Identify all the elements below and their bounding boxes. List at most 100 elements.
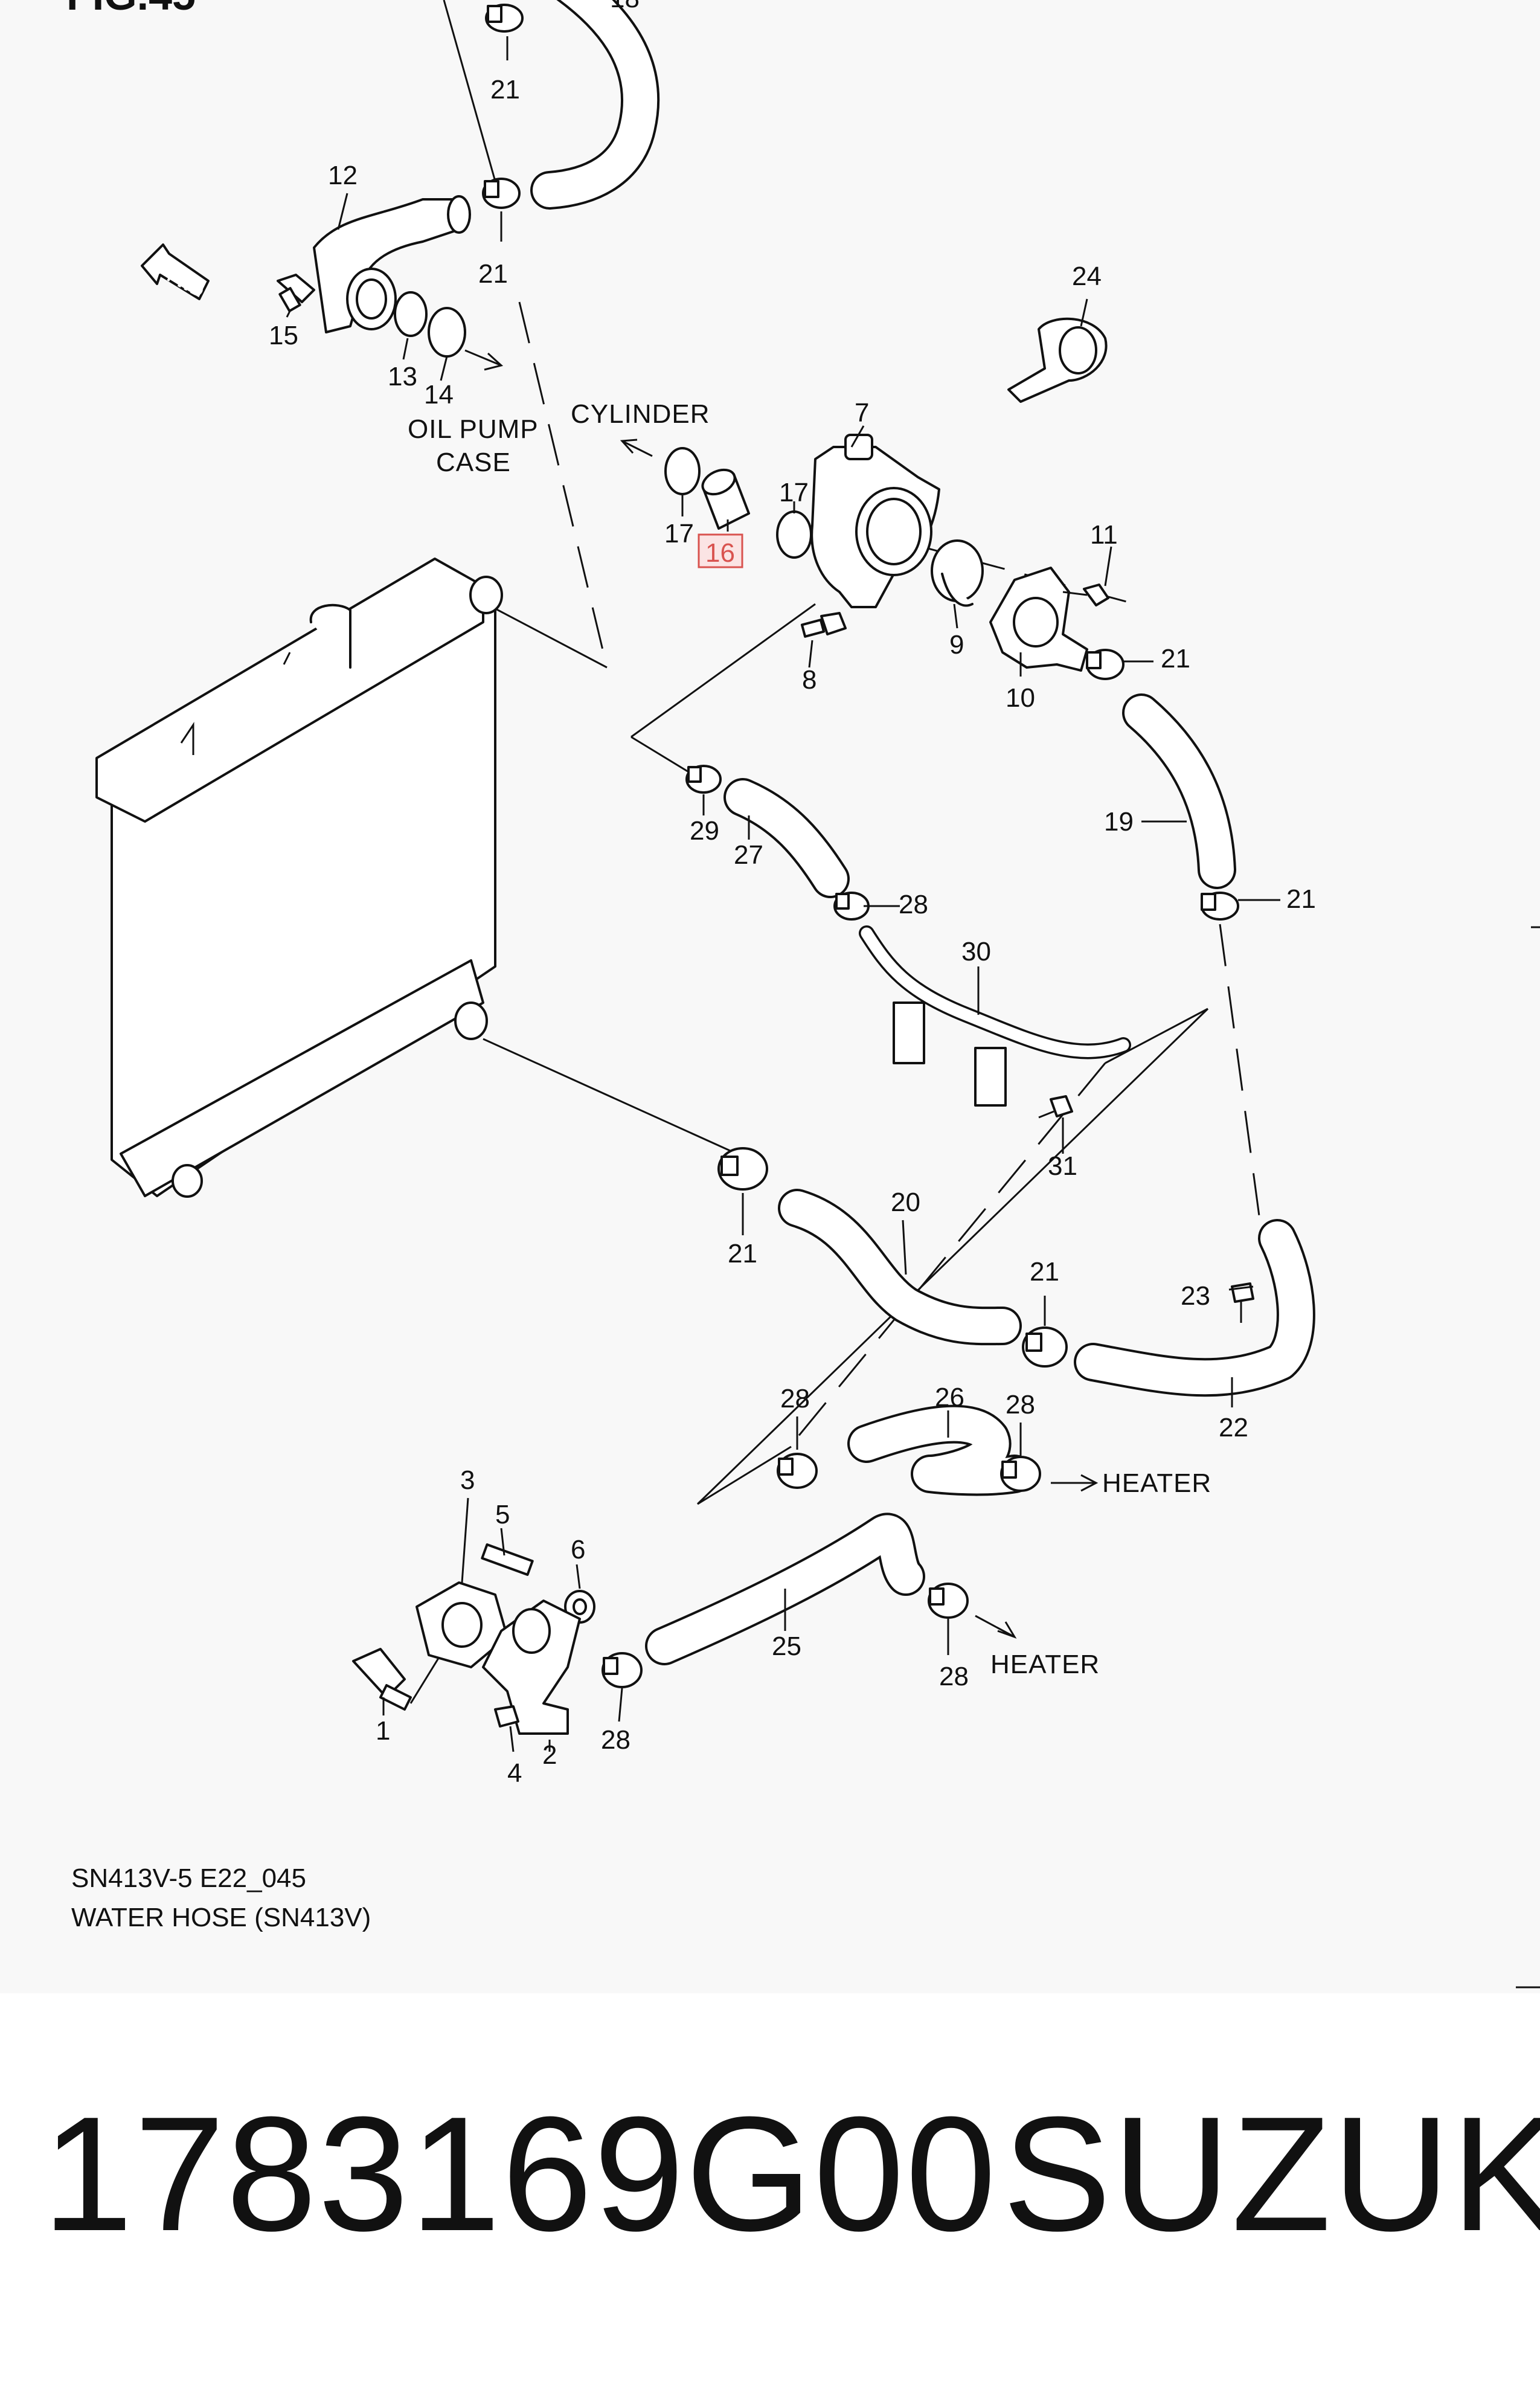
callout-28: 28	[601, 1725, 630, 1755]
hose-25	[645, 1513, 925, 1665]
hose-27	[723, 778, 850, 898]
callout-19: 19	[1104, 807, 1134, 837]
callout-21: 21	[1161, 644, 1190, 674]
pipe-30	[859, 925, 1131, 1107]
callout-28: 28	[939, 1662, 969, 1691]
arrow-heater-upper	[1051, 1474, 1099, 1492]
clamp-28b	[777, 1453, 818, 1489]
callout-31: 31	[1048, 1151, 1077, 1181]
arrow-heater-lower	[975, 1615, 1017, 1639]
callout-1: 1	[376, 1716, 390, 1746]
clamp-28d	[928, 1583, 969, 1619]
callout-2: 2	[542, 1740, 557, 1770]
callout-30: 30	[961, 937, 991, 966]
clamp-21d	[1201, 892, 1239, 921]
callout-20: 20	[891, 1188, 920, 1217]
callout-13: 13	[388, 362, 417, 391]
arrow-oil-pump	[464, 349, 504, 371]
guide-lines	[409, 0, 1540, 1989]
arrow-cylinder	[620, 439, 653, 457]
thermostat-cap-10	[989, 567, 1088, 672]
callout-29: 29	[690, 816, 719, 846]
drawing-title: WATER HOSE (SN413V)	[71, 1903, 371, 1932]
clamp-28e	[602, 1652, 643, 1688]
thermostat-9	[931, 539, 984, 607]
callout-16: 16	[705, 538, 735, 568]
callout-11: 11	[1090, 520, 1118, 550]
label-cylinder: CYLINDER	[571, 399, 710, 429]
callout-14: 14	[424, 380, 454, 410]
callout-12: 12	[328, 161, 358, 190]
callout-21: 21	[1286, 884, 1316, 914]
label-heater-lower: HEATER	[990, 1650, 1100, 1679]
callout-28: 28	[780, 1384, 810, 1413]
o-ring-17a	[664, 447, 701, 495]
callout-25: 25	[772, 1632, 801, 1661]
bolt-4	[494, 1705, 519, 1752]
radiator	[95, 558, 503, 1198]
part-number: 1783169G00	[42, 2083, 998, 2265]
diagram-panel: FIG.45	[66, 0, 1540, 1989]
gasket-3	[415, 1581, 509, 1668]
hose-18	[530, 0, 660, 210]
o-ring-17b	[776, 510, 812, 559]
callout-21: 21	[728, 1239, 757, 1268]
callout-27: 27	[734, 840, 763, 870]
hose-22	[1074, 1219, 1315, 1397]
water-inlet-2	[482, 1599, 581, 1735]
part-16	[701, 468, 750, 530]
callout-21: 21	[1030, 1257, 1059, 1287]
callout-7: 7	[855, 398, 869, 428]
callout-3: 3	[460, 1465, 475, 1495]
bolt-31	[1038, 1095, 1073, 1119]
callout-5: 5	[495, 1500, 510, 1529]
drawing-code: SN413V-5 E22_045	[71, 1863, 306, 1893]
bolt-8	[800, 612, 847, 638]
sensor-1	[352, 1648, 412, 1711]
callout-8: 8	[802, 665, 817, 695]
hose-26	[847, 1404, 1034, 1496]
callout-18: 18	[610, 0, 640, 13]
clamp-21c	[1086, 649, 1125, 680]
bolt-15	[277, 274, 315, 312]
callout-23: 23	[1181, 1281, 1210, 1311]
label-case: CASE	[436, 448, 511, 477]
callout-10: 10	[1006, 683, 1035, 713]
clamp-21a	[485, 4, 524, 33]
callout-24: 24	[1072, 262, 1102, 291]
callout-4: 4	[507, 1758, 522, 1788]
parts-diagram: FIG.45	[66, 0, 1540, 1989]
figure-header: FIG.45	[66, 0, 196, 19]
clamp-21f	[1022, 1326, 1068, 1368]
hose-19	[1122, 693, 1236, 889]
outlet-pipe-12	[313, 195, 471, 333]
fwd-arrow-icon: FWD	[141, 243, 210, 301]
callout-21: 21	[478, 259, 508, 289]
bolt-11	[1062, 584, 1109, 606]
label-heater-upper: HEATER	[1102, 1468, 1211, 1498]
callout-leaders	[286, 36, 1280, 1752]
thermostat-housing-7	[810, 434, 940, 608]
clamp-21b	[482, 178, 521, 209]
callout-15: 15	[269, 321, 298, 350]
callout-26: 26	[935, 1383, 964, 1412]
hose-20	[778, 1189, 1022, 1346]
brand-name: SUZUKI	[1003, 2083, 1540, 2265]
callout-17: 17	[779, 478, 809, 507]
bracket-24	[1007, 317, 1108, 403]
label-oil-pump: OIL PUMP	[408, 414, 539, 444]
callout-21: 21	[490, 75, 520, 104]
callout-28: 28	[1006, 1390, 1035, 1419]
callout-6: 6	[571, 1535, 585, 1564]
o-ring-14	[428, 307, 466, 358]
clamp-28a	[833, 892, 870, 921]
clamp-28c	[1000, 1456, 1041, 1492]
o-ring-13	[394, 291, 428, 337]
callout-17: 17	[664, 519, 694, 548]
callout-22: 22	[1219, 1413, 1248, 1442]
clamp-21e	[717, 1147, 768, 1191]
highlight-box-16	[698, 533, 743, 568]
callout-9: 9	[949, 630, 964, 660]
callout-labels: 18 21 21 12 15 13 14 24 7 17 17 16 11 21…	[269, 0, 1316, 1788]
clamp-29	[685, 765, 722, 794]
